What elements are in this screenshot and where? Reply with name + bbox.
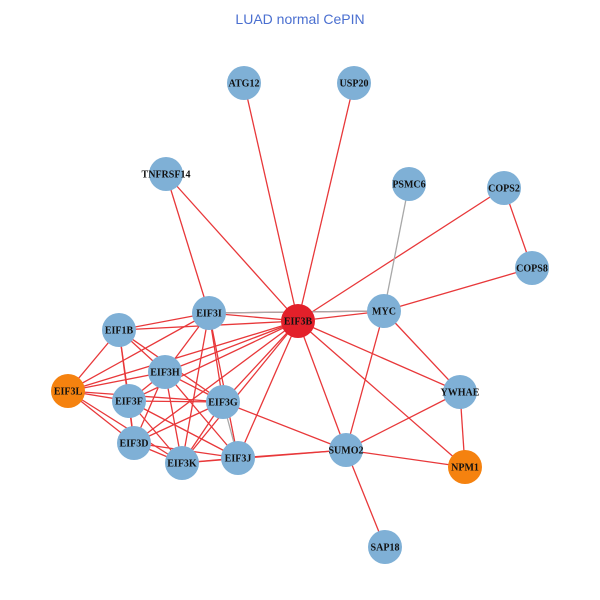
node-label: YWHAE [441, 388, 480, 399]
edge-tnfrsf14-eif3i [165, 173, 210, 314]
node-circle [206, 385, 240, 419]
node-circle [51, 374, 85, 408]
node-circle [368, 530, 402, 564]
node-circle [227, 66, 261, 100]
node-label: USP20 [340, 79, 369, 90]
edge-myc-ywhae [383, 310, 461, 393]
edge-psmc6-myc [383, 183, 410, 312]
node-label: COPS8 [516, 264, 548, 275]
node-label: MYC [372, 307, 396, 318]
edge-eif3b-eif3j [237, 320, 299, 459]
edge-eif3l-eif3k [67, 390, 183, 464]
node-eif3k[interactable]: EIF3K [165, 446, 199, 480]
node-label: EIF3J [225, 454, 252, 465]
node-label: TNFRSF14 [142, 170, 191, 181]
node-ywhae[interactable]: YWHAE [441, 375, 480, 409]
edge-eif3h-eif3j [164, 371, 239, 459]
node-atg12[interactable]: ATG12 [227, 66, 261, 100]
node-label: EIF3F [115, 397, 143, 408]
node-circle [392, 167, 426, 201]
node-label: EIF3I [196, 309, 222, 320]
node-circle [443, 375, 477, 409]
node-circle [149, 157, 183, 191]
node-eif3h[interactable]: EIF3H [148, 355, 182, 389]
edge-eif3f-eif3j [128, 400, 239, 459]
edge-sumo2-npm1 [345, 449, 466, 468]
edge-eif3b-eif3l [67, 320, 299, 392]
node-label: SUMO2 [329, 446, 364, 457]
node-cops2[interactable]: COPS2 [487, 171, 521, 205]
node-usp20[interactable]: USP20 [337, 66, 371, 100]
node-circle [148, 355, 182, 389]
node-label: EIF3K [167, 459, 197, 470]
node-label: EIF3D [120, 439, 149, 450]
edge-eif3b-usp20 [297, 82, 355, 322]
node-psmc6[interactable]: PSMC6 [392, 167, 426, 201]
chart-title: LUAD normal CePIN [235, 11, 365, 27]
node-label: COPS2 [488, 184, 520, 195]
edge-eif3b-sumo2 [297, 320, 347, 451]
edge-eif3b-ywhae [297, 320, 461, 393]
node-circle [367, 294, 401, 328]
node-myc[interactable]: MYC [367, 294, 401, 328]
node-cops8[interactable]: COPS8 [515, 251, 549, 285]
node-circle [487, 171, 521, 205]
edge-sumo2-eif3g [222, 401, 347, 451]
node-eif3l[interactable]: EIF3L [51, 374, 85, 408]
node-eif3j[interactable]: EIF3J [221, 441, 255, 475]
node-circle [281, 304, 315, 338]
edge-eif3l-eif3g [67, 390, 224, 403]
node-eif3i[interactable]: EIF3I [192, 296, 226, 330]
node-eif3g[interactable]: EIF3G [206, 385, 240, 419]
node-circle [515, 251, 549, 285]
node-label: EIF3B [284, 317, 313, 328]
node-eif3b[interactable]: EIF3B [281, 304, 315, 338]
node-circle [165, 446, 199, 480]
node-circle [117, 426, 151, 460]
node-label: EIF1B [105, 326, 134, 337]
edge-eif3b-eif3h [164, 320, 299, 373]
node-label: NPM1 [451, 463, 479, 474]
node-circle [448, 450, 482, 484]
node-label: EIF3L [54, 387, 83, 398]
node-eif3d[interactable]: EIF3D [117, 426, 151, 460]
node-label: EIF3G [208, 398, 238, 409]
edge-sumo2-sap18 [345, 449, 386, 548]
edge-eif3b-eif3g [222, 320, 299, 403]
edge-eif3i-eif3l [67, 312, 210, 392]
node-circle [102, 313, 136, 347]
edge-eif3b-npm1 [297, 320, 466, 468]
edge-eif3b-eif3f [128, 320, 299, 402]
node-sumo2[interactable]: SUMO2 [329, 433, 364, 467]
node-circle [329, 433, 363, 467]
node-circle [192, 296, 226, 330]
edge-eif3b-atg12 [243, 82, 299, 322]
edge-eif3b-eif3d [133, 320, 299, 444]
node-npm1[interactable]: NPM1 [448, 450, 482, 484]
node-eif3f[interactable]: EIF3F [112, 384, 146, 418]
node-label: SAP18 [371, 543, 400, 554]
node-label: ATG12 [229, 79, 260, 90]
node-circle [337, 66, 371, 100]
node-label: EIF3H [150, 368, 180, 379]
edge-eif3b-tnfrsf14 [165, 173, 299, 322]
node-circle [221, 441, 255, 475]
node-circle [112, 384, 146, 418]
node-sap18[interactable]: SAP18 [368, 530, 402, 564]
edge-eif3b-cops2 [297, 187, 505, 322]
edge-myc-sumo2 [345, 310, 385, 451]
node-tnfrsf14[interactable]: TNFRSF14 [142, 157, 191, 191]
edge-myc-cops8 [383, 267, 533, 312]
edge-ywhae-sumo2 [345, 391, 461, 451]
node-label: PSMC6 [392, 180, 425, 191]
node-eif1b[interactable]: EIF1B [102, 313, 136, 347]
